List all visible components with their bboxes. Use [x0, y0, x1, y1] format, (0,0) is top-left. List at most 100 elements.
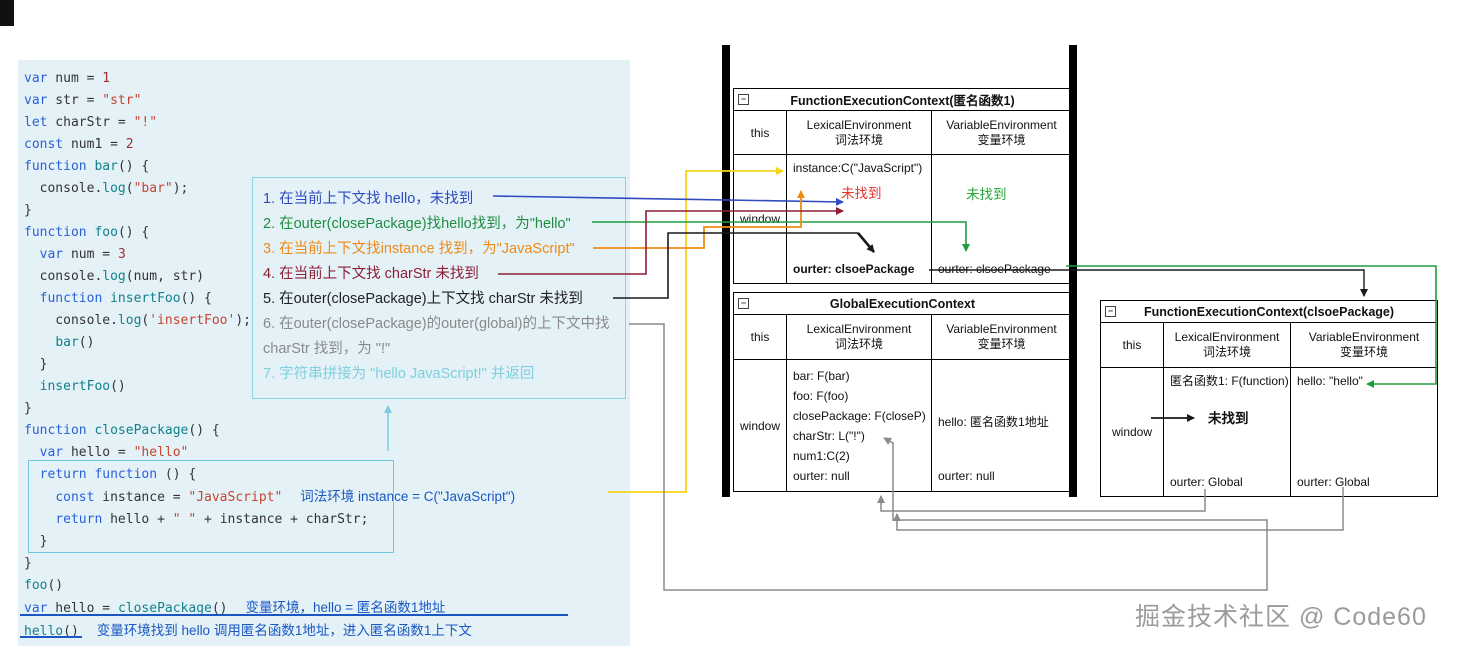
- code-token: function: [24, 159, 87, 174]
- code-token: () {: [180, 291, 212, 306]
- code-token: }: [24, 203, 32, 218]
- context-title: FunctionExecutionContext(匿名函数1): [790, 94, 1015, 108]
- code-token: charStr =: [47, 115, 134, 130]
- code-annotation: 变量环境找到 hello 调用匿名函数1地址，进入匿名函数1上下文: [96, 623, 472, 638]
- lexical-env-title: LexicalEnvironment: [1174, 330, 1280, 344]
- code-line: foo(): [24, 575, 630, 597]
- code-line: }: [24, 398, 630, 420]
- code-token: (: [125, 181, 134, 196]
- context-title: FunctionExecutionContext(clsoePackage): [1143, 304, 1395, 319]
- env-item: ourter: null: [938, 469, 995, 483]
- collapse-icon: −: [1105, 306, 1116, 317]
- code-token: const: [55, 490, 95, 505]
- corner-black-rect: [0, 0, 14, 26]
- call-stack-right-bar: [1069, 45, 1077, 497]
- code-token: return: [55, 512, 103, 527]
- code-token: console.: [24, 313, 118, 328]
- call-stack-left-bar: [722, 45, 730, 497]
- code-line: var num = 3: [24, 244, 630, 266]
- code-token: [24, 291, 40, 306]
- lexical-env-subtitle: 词法环境: [834, 337, 883, 351]
- code-token: (): [78, 335, 95, 350]
- code-token: () {: [117, 225, 150, 240]
- code-token: () {: [188, 423, 220, 438]
- code-token: log: [102, 269, 126, 284]
- code-token: insertFoo: [39, 379, 111, 394]
- this-label: this: [750, 125, 770, 140]
- env-item: hello: 匿名函数1地址: [938, 415, 1049, 429]
- lookup-step: 3. 在当前上下文找instance 找到，为"JavaScript": [263, 241, 575, 257]
- lookup-step: 2. 在outer(closePackage)找hello找到，为"hello": [263, 216, 571, 232]
- code-annotation: 变量环境，hello = 匿名函数1地址: [245, 600, 446, 615]
- code-token: closePackage: [94, 423, 189, 438]
- code-line: return hello + " " + instance + charStr;: [24, 509, 630, 531]
- lexical-env-title: LexicalEnvironment: [806, 117, 912, 132]
- code-token: (): [63, 624, 79, 639]
- variable-env-title: VariableEnvironment: [1308, 330, 1420, 344]
- code-token: 'insertFoo': [149, 313, 236, 328]
- code-line: function foo() {: [24, 222, 630, 244]
- collapse-icon: −: [738, 94, 749, 105]
- code-token: var: [24, 93, 48, 108]
- code-line: bar(): [24, 332, 630, 354]
- env-item: num1:C(2): [793, 449, 850, 463]
- code-line: insertFoo(): [24, 376, 630, 398]
- window-label: window: [734, 154, 786, 283]
- env-item: 未找到: [841, 186, 882, 201]
- code-token: var: [24, 601, 48, 616]
- code-token: bar: [55, 335, 79, 350]
- code-token: "!": [133, 115, 158, 130]
- code-annotation: 词法环境 instance = C("JavaScript"): [300, 489, 516, 504]
- returned-function-highlight-box: [28, 460, 394, 553]
- code-token: var: [24, 71, 48, 86]
- code-token: [24, 445, 40, 460]
- code-token: const: [24, 137, 64, 152]
- context-title-bar: − GlobalExecutionContext: [734, 293, 1071, 315]
- this-label: this: [1122, 338, 1142, 352]
- code-token: (): [47, 578, 64, 593]
- variable-env-title: VariableEnvironment: [946, 117, 1057, 132]
- code-line: var str = "str": [24, 90, 630, 112]
- lexical-env-subtitle: 词法环境: [1202, 345, 1251, 359]
- this-label: this: [750, 330, 770, 344]
- watermark: 掘金技术社区 @ Code60: [1135, 603, 1427, 631]
- env-item: closePackage: F(closeP): [793, 409, 926, 423]
- code-token: 1: [102, 71, 111, 86]
- code-token: 3: [117, 247, 126, 262]
- code-token: foo: [94, 225, 118, 240]
- code-token: log: [117, 313, 142, 328]
- code-token: [24, 379, 40, 394]
- variable-env-subtitle: 变量环境: [977, 337, 1026, 351]
- code-token: (): [211, 601, 228, 616]
- env-item: 未找到: [966, 187, 1007, 202]
- code-line: }: [24, 553, 630, 575]
- env-item: ourter: null: [793, 469, 850, 483]
- code-token: str =: [47, 93, 103, 108]
- env-item: 匿名函数1: F(function): [1170, 374, 1289, 388]
- context-title-bar: − FunctionExecutionContext(clsoePackage): [1101, 301, 1437, 323]
- code-line: var hello = "hello": [24, 442, 630, 464]
- code-token: () {: [157, 467, 197, 482]
- variable-env-title: VariableEnvironment: [946, 322, 1057, 336]
- env-item: ourter: Global: [1297, 475, 1370, 489]
- code-token: function: [24, 225, 87, 240]
- lookup-step: 4. 在当前上下文找 charStr 未找到: [263, 266, 479, 282]
- lexical-env-subtitle: 词法环境: [834, 132, 883, 147]
- code-token: console.: [24, 269, 103, 284]
- code-token: [24, 335, 55, 350]
- code-token: num =: [63, 247, 118, 262]
- code-token: [102, 291, 110, 306]
- code-token: (num, str): [125, 269, 205, 284]
- variable-env-subtitle: 变量环境: [1339, 345, 1388, 359]
- code-token: }: [24, 556, 32, 571]
- context-title-bar: − FunctionExecutionContext(匿名函数1): [734, 89, 1071, 111]
- code-token: insertFoo: [110, 291, 181, 306]
- code-token: );: [172, 181, 189, 196]
- code-token: (): [110, 379, 126, 394]
- code-line: const num1 = 2: [24, 134, 630, 156]
